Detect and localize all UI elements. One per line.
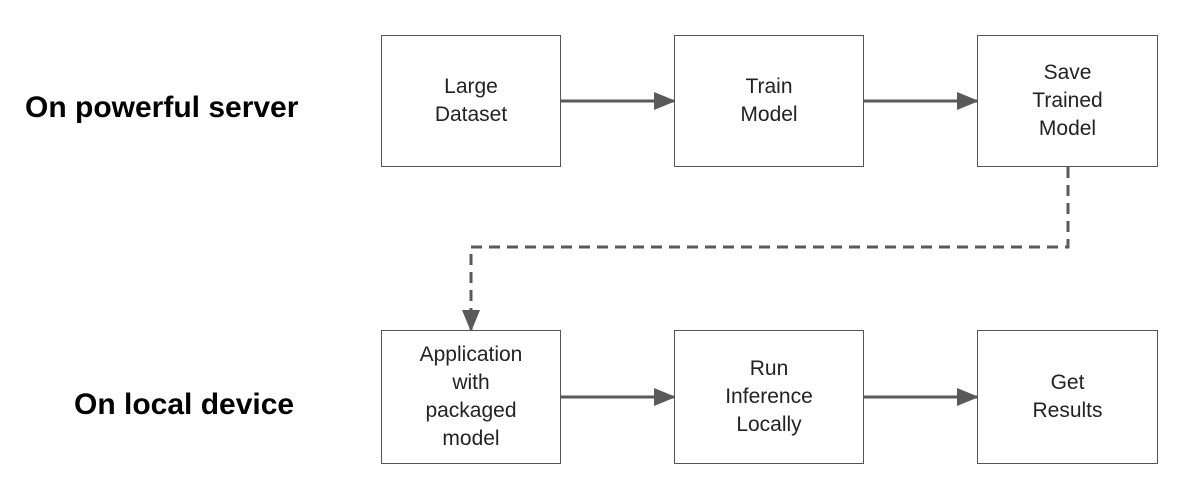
node-save-trained-model-label: Save Trained Model [1032, 61, 1103, 140]
row-label-device: On local device [74, 388, 295, 421]
node-application-label: Application with packaged model [419, 343, 523, 450]
node-application: Application with packaged model [381, 330, 561, 464]
row-label-server: On powerful server [25, 91, 299, 124]
node-train-model: Train Model [674, 35, 864, 167]
node-get-results: Get Results [977, 330, 1158, 464]
node-large-dataset: Large Dataset [381, 35, 561, 167]
node-get-results-label: Get Results [1032, 371, 1103, 422]
node-save-trained-model: Save Trained Model [977, 35, 1158, 167]
node-train-model-label: Train Model [740, 75, 798, 126]
node-run-inference-label: Run Inference Locally [725, 357, 813, 436]
node-large-dataset-label: Large Dataset [434, 75, 508, 126]
dashed-arrow-save-to-application [462, 167, 1070, 332]
node-run-inference: Run Inference Locally [674, 330, 864, 464]
